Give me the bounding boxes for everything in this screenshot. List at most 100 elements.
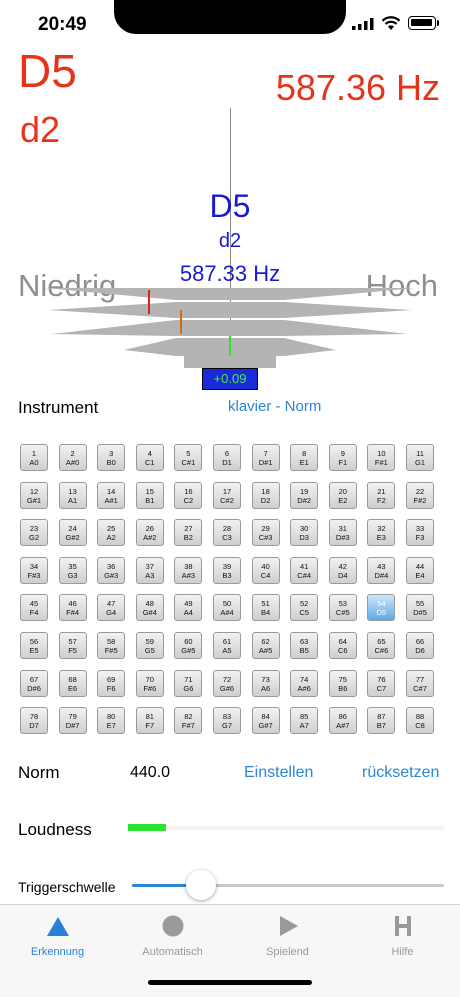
key-number: 56 (29, 637, 39, 646)
trigger-slider-thumb[interactable] (186, 870, 216, 900)
tab-automatisch[interactable]: Automatisch (115, 915, 230, 958)
set-norm-button[interactable]: Einstellen (244, 764, 314, 781)
tab-erkennung[interactable]: Erkennung (0, 915, 115, 958)
instrument-select[interactable]: klavier - Norm (228, 398, 322, 415)
reset-norm-button[interactable]: rücksetzen (362, 764, 440, 781)
trigger-slider-track[interactable] (132, 884, 444, 887)
key-number: 47 (107, 599, 116, 609)
tab-spielend[interactable]: Spielend (230, 915, 345, 958)
tuner-octave: d2 (218, 230, 242, 252)
tab-hilfe[interactable]: Hilfe (345, 915, 460, 958)
